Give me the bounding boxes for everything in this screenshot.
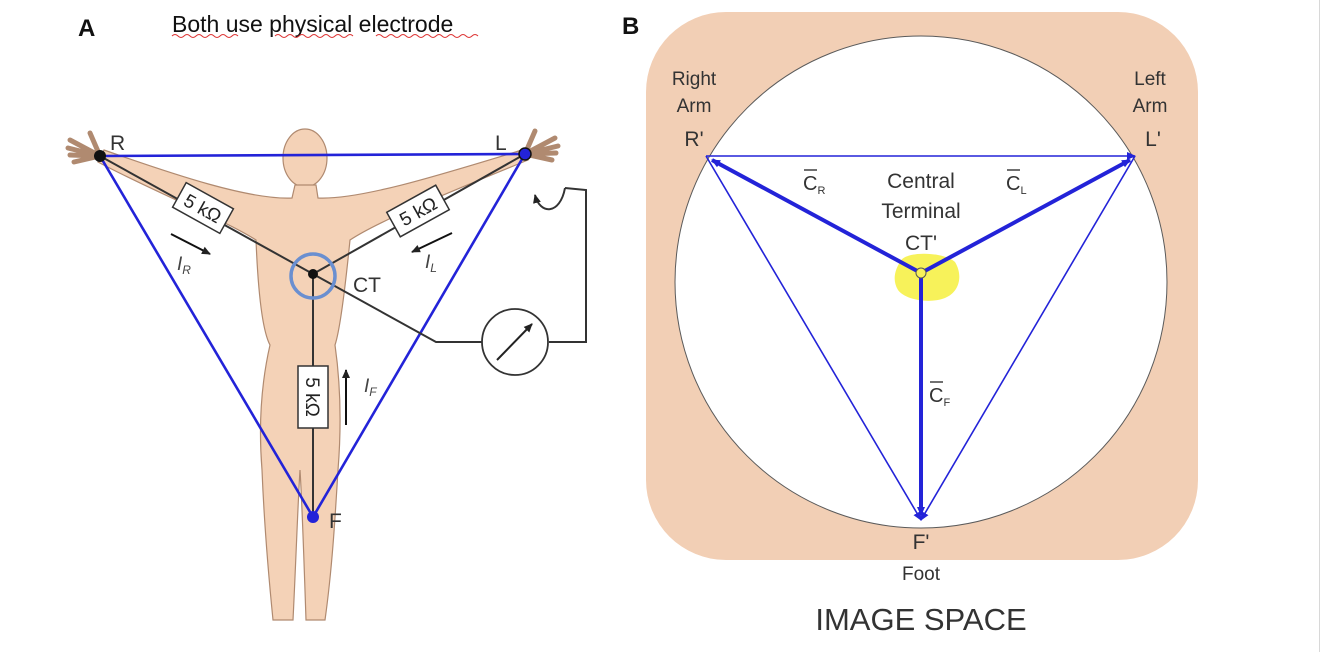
central-terminal-line2: Terminal (881, 200, 960, 223)
panel-a: A Both use physical electrode (65, 11, 587, 621)
current-foot-label: IF (364, 376, 377, 399)
panel-b: B Right Arm R' Left Arm L' Central Termi… (622, 12, 1198, 637)
central-terminal-highlight-ring (289, 252, 337, 300)
image-space-title: IMAGE SPACE (815, 602, 1026, 637)
electrode-f-label: F (329, 510, 342, 533)
electrode-left-arm (518, 147, 532, 161)
foot-label: Foot (902, 564, 941, 585)
current-left-arrow (411, 232, 453, 253)
current-right-arrow (170, 233, 211, 255)
resistor-foot: 5 kΩ (297, 365, 329, 429)
electrode-l-label: L (495, 132, 507, 155)
current-left-label: IL (425, 252, 437, 275)
svg-text:CL: CL (1006, 173, 1027, 197)
current-right-label: IR (177, 254, 191, 277)
panel-b-letter: B (622, 13, 639, 40)
spellcheck-underline-1 (171, 34, 239, 38)
resistor-foot-label: 5 kΩ (301, 377, 322, 417)
svg-text:CF: CF (929, 385, 950, 409)
central-terminal-label: CT (353, 274, 381, 297)
spellcheck-underline-3 (375, 34, 479, 38)
galvanometer-icon (481, 308, 549, 376)
einthoven-triangle (98, 152, 527, 518)
right-arm-label-line1: Right (672, 69, 717, 90)
central-terminal-line1: Central (887, 170, 955, 193)
electrode-right-arm (94, 150, 106, 162)
left-arm-label-line1: Left (1134, 69, 1166, 90)
ct-prime-label: CT' (905, 232, 937, 255)
central-terminal-prime-node (915, 267, 927, 279)
panel-a-letter: A (78, 15, 95, 42)
left-arm-label-line2: Arm (1133, 96, 1168, 117)
image-space-vectors (711, 158, 1131, 516)
left-prime-label: L' (1145, 128, 1161, 151)
right-prime-label: R' (684, 128, 703, 151)
page-right-border (1319, 0, 1320, 652)
spellcheck-underline-2 (274, 34, 354, 38)
panel-a-heading: Both use physical electrode (172, 11, 453, 37)
image-space-triangle (705, 152, 1136, 521)
electrode-foot (307, 511, 319, 523)
right-arm-label-line2: Arm (677, 96, 712, 117)
vector-cf-label: CF (929, 381, 950, 409)
electrode-r-label: R (110, 132, 125, 155)
central-terminal-node (308, 269, 318, 279)
vector-cr-label: CR (803, 169, 825, 197)
vector-cl-label: CL (1006, 169, 1027, 197)
foot-prime-label: F' (913, 531, 930, 554)
central-terminal-highlight (894, 253, 960, 301)
svg-text:CR: CR (803, 173, 825, 197)
